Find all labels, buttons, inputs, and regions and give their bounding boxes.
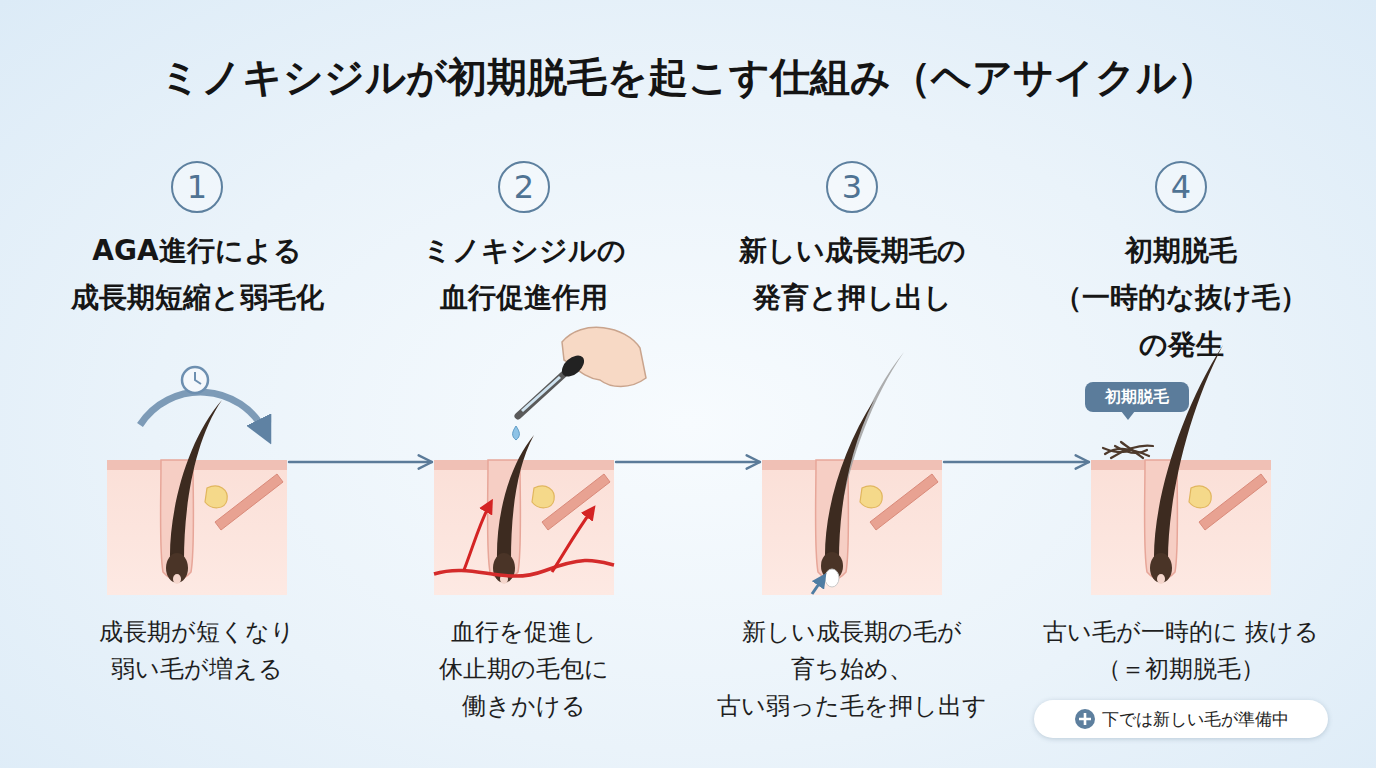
step-heading: 新しい成長期毛の 発育と押し出し — [702, 227, 1002, 321]
step-number-text: 2 — [514, 171, 534, 203]
skin-panel: AGA進行による 成長期短縮と弱毛化成長期が短くなり 弱い毛が増える — [107, 460, 287, 595]
step-caption: 血行を促進し 休止期の毛包に 働きかける — [384, 614, 664, 725]
dropper-hand — [558, 351, 588, 380]
step-heading: ミノキシジルの 血行促進作用 — [374, 227, 674, 321]
flow-arrow — [944, 461, 1089, 463]
fallen-hairs — [1115, 446, 1147, 453]
care-icon-plus — [1079, 713, 1091, 725]
flow-arrow — [616, 461, 760, 463]
bubble-text: 初期脱毛 — [1105, 387, 1169, 408]
step-caption: 古い毛が一時的に 抜ける（＝初期脱毛） — [1041, 614, 1321, 688]
dropper-hand — [513, 426, 520, 440]
fallen-hairs — [1111, 446, 1153, 458]
step-number-text: 1 — [187, 171, 207, 203]
dropper-hand — [522, 377, 560, 411]
clock-icon — [195, 372, 201, 384]
clock-icon — [182, 367, 208, 393]
step-number: 3 — [826, 161, 878, 213]
care-icon — [1074, 708, 1096, 730]
skin-panel: 新しい成長期毛の 発育と押し出し新しい成長期の毛が 育ち始め、 古い弱った毛を押… — [762, 460, 942, 595]
diagram-title: ミノキシジルが初期脱毛を起こす仕組み（ヘアサイクル） — [0, 50, 1376, 104]
clock-icon — [182, 367, 208, 393]
step-number-text: 4 — [1171, 171, 1191, 203]
flow-arrow — [289, 461, 432, 463]
step-number: 2 — [498, 161, 550, 213]
note-pill: 下では新しい毛が準備中 — [1034, 700, 1328, 738]
dropper-hand — [518, 374, 564, 416]
fallen-hairs — [1121, 442, 1143, 458]
step-heading: 初期脱毛 （一時的な抜け毛） の発生 — [1031, 227, 1331, 368]
fallen-hairs — [1103, 448, 1131, 452]
step-number: 4 — [1155, 161, 1207, 213]
dropper-hand — [562, 327, 646, 386]
step-number-text: 3 — [842, 171, 862, 203]
step-caption: 成長期が短くなり 弱い毛が増える — [57, 614, 337, 688]
dropper-hand — [513, 327, 646, 440]
step-heading: AGA進行による 成長期短縮と弱毛化 — [47, 227, 347, 321]
cycle-arrow — [140, 392, 265, 432]
skin-panel: 初期脱毛 （一時的な抜け毛） の発生古い毛が一時的に 抜ける（＝初期脱毛） — [1091, 460, 1271, 595]
step-caption: 新しい成長期の毛が 育ち始め、 古い弱った毛を押し出す — [712, 614, 992, 725]
step-number: 1 — [171, 161, 223, 213]
note-text: 下では新しい毛が準備中 — [1102, 708, 1289, 731]
fallen-hairs — [1103, 442, 1153, 458]
speech-bubble: 初期脱毛 — [1085, 382, 1189, 412]
skin-panel: ミノキシジルの 血行促進作用血行を促進し 休止期の毛包に 働きかける — [434, 460, 614, 595]
care-icon-disc — [1075, 709, 1095, 729]
fallen-hairs — [1105, 449, 1149, 456]
